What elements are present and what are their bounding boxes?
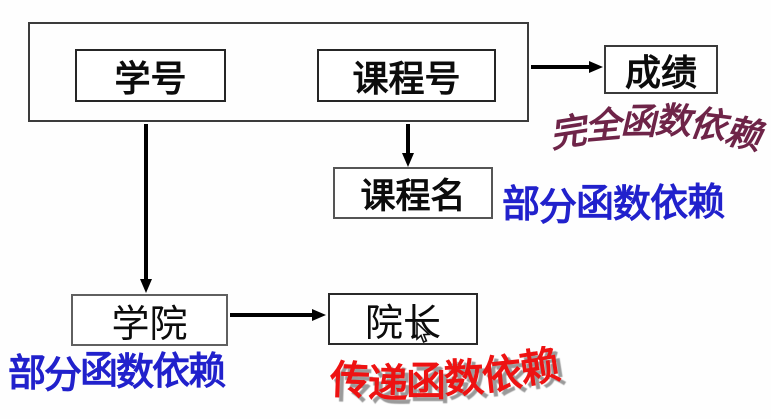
composite-key-box [28,22,529,122]
college-label: 学院 [111,301,188,346]
annotation-partial-functional-dependency-college: 部分函数依赖 [8,347,226,398]
college-box: 学院 [71,294,228,346]
course-id-label: 课程号 [352,57,461,99]
grade-box: 成绩 [604,45,718,94]
student-id-box: 学号 [75,49,226,102]
annotation-partial-functional-dependency-course: 部分函数依赖 [502,179,725,229]
course-name-box: 课程名 [333,167,493,219]
course-id-box: 课程号 [317,49,496,102]
annotation-transitive-functional-dependency: 传递函数依赖 [329,341,562,408]
annotation-full-functional-dependency: 完全函数依赖 [546,99,765,159]
course-name-label: 课程名 [360,176,466,216]
dean-label: 院长 [364,300,441,345]
dean-box: 院长 [328,293,478,345]
grade-label: 成绩 [624,51,697,93]
student-id-label: 学号 [114,57,187,99]
